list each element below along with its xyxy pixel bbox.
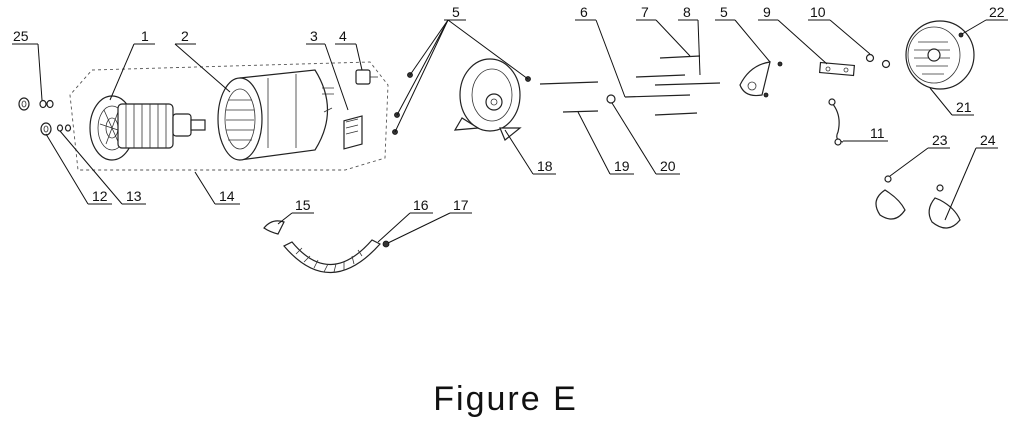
callout-25: 25 — [13, 28, 29, 44]
screw-part-17 — [382, 240, 390, 248]
capacitor-part-4 — [355, 69, 378, 85]
callout-6: 6 — [580, 4, 588, 20]
clip-part-15 — [263, 220, 285, 235]
brush-holder-part-3 — [343, 115, 363, 150]
callout-23: 23 — [932, 132, 948, 148]
callout-labels: 1 2 3 4 5 6 7 8 5 9 10 22 25 12 13 14 15… — [13, 4, 1005, 213]
callout-19: 19 — [614, 158, 630, 174]
bracket-plate-part-9 — [818, 61, 856, 77]
callout-9: 9 — [763, 4, 771, 20]
washer-part-20 — [606, 94, 616, 104]
callout-15: 15 — [295, 197, 311, 213]
callout-20: 20 — [660, 158, 676, 174]
callout-10: 10 — [810, 4, 826, 20]
cover-plate-part-8 — [739, 61, 783, 98]
nut-part-10 — [865, 53, 891, 69]
callout-24: 24 — [980, 132, 996, 148]
callout-1: 1 — [141, 28, 149, 44]
callout-3: 3 — [310, 28, 318, 44]
callout-11: 11 — [870, 125, 885, 141]
bearing-part-12 — [40, 122, 72, 136]
stator-part-2 — [217, 69, 334, 161]
rotor-part-1 — [89, 95, 206, 161]
callout-4: 4 — [339, 28, 347, 44]
figure-caption: Figure E — [433, 380, 578, 418]
nut-part-25 — [18, 97, 54, 111]
curved-guard-part-16 — [283, 239, 381, 274]
tie-rods-parts-6-7-19 — [539, 55, 721, 116]
callout-13: 13 — [126, 188, 142, 204]
callout-8: 8 — [683, 4, 691, 20]
callout-12: 12 — [92, 188, 108, 204]
wire-clip-part-11 — [828, 98, 844, 146]
end-bracket-part-18 — [453, 58, 522, 141]
callout-16: 16 — [413, 197, 429, 213]
assembly-outline — [69, 61, 389, 171]
callout-2: 2 — [181, 28, 189, 44]
callout-5a: 5 — [452, 4, 460, 20]
fan-cover-part-21 — [905, 20, 975, 90]
callout-14: 14 — [219, 188, 235, 204]
callout-18: 18 — [537, 158, 553, 174]
callout-5b: 5 — [720, 4, 728, 20]
callout-17: 17 — [453, 197, 469, 213]
callout-21: 21 — [956, 99, 972, 115]
callout-7: 7 — [641, 4, 649, 20]
leader-lines — [12, 19, 1008, 244]
cable-ties-parts-23-24 — [875, 175, 961, 229]
callout-22: 22 — [989, 4, 1005, 20]
